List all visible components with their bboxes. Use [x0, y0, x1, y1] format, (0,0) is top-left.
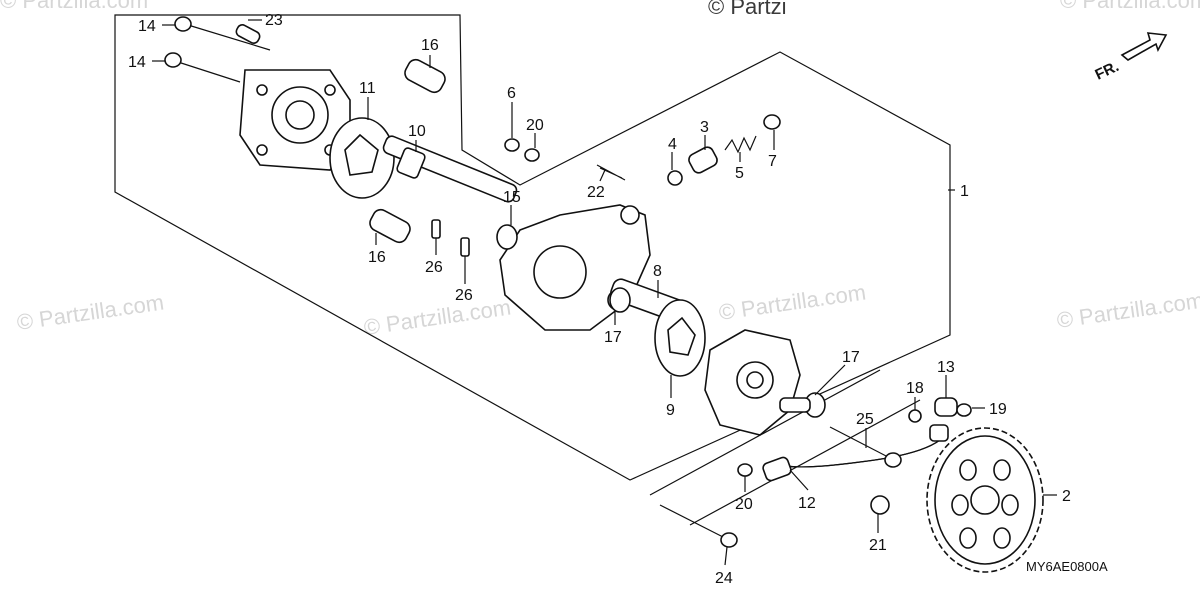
front-arrow-icon: [1120, 32, 1168, 61]
washer-4: [667, 170, 683, 186]
pump-body: [496, 204, 651, 331]
washer-18: [908, 409, 922, 423]
callout-6: 6: [507, 85, 516, 102]
bolt-13: [934, 397, 958, 417]
pump-shaft: [382, 135, 518, 203]
pump-end-cover: [704, 329, 801, 436]
oil-seal-15: [496, 224, 518, 250]
callout-11: 11: [359, 80, 376, 97]
relief-valve-spring-5: [724, 135, 757, 154]
callout-17-left: 17: [604, 329, 622, 346]
watermark-corner-left: © Partzilla.com: [0, 0, 148, 13]
callout-18: 18: [906, 380, 924, 397]
bolt-upper: [174, 16, 271, 51]
callout-20-lower: 20: [735, 496, 753, 513]
callout-4: 4: [668, 136, 677, 153]
callout-23: 23: [265, 12, 283, 29]
watermark-corner-right: © Partzilla.com: [1060, 0, 1200, 13]
callout-25: 25: [856, 411, 874, 428]
callout-26-left: 26: [425, 259, 443, 276]
collar-16-lower: [369, 208, 411, 244]
nut-21: [870, 495, 890, 515]
callout-14-lower: 14: [128, 54, 146, 71]
callout-16-lower: 16: [368, 249, 386, 266]
front-label: FR.: [1093, 58, 1122, 84]
watermark-top: © Partzi: [708, 0, 787, 19]
o-ring-17-left: [609, 287, 631, 313]
callout-21: 21: [869, 537, 887, 554]
washer-6: [504, 138, 520, 152]
cotter-pin-22: [596, 164, 626, 181]
bolt-lower: [164, 52, 241, 83]
leader-lines: [152, 19, 1057, 566]
front-direction-indicator: FR.: [1093, 32, 1168, 84]
assembly-outline: [114, 14, 951, 481]
oil-pipe-12: [762, 424, 949, 482]
watermark-left: © Partzilla.com: [15, 290, 165, 335]
callout-22: 22: [587, 184, 605, 201]
callout-24: 24: [715, 570, 733, 587]
o-ring-20-lower: [737, 463, 753, 477]
dowel-pin-23: [235, 24, 261, 44]
bolt-24: [659, 504, 738, 548]
pump-cover: [239, 69, 351, 171]
callout-5: 5: [735, 165, 744, 182]
bolt-25: [829, 426, 902, 468]
callout-16-upper: 16: [421, 37, 439, 54]
driven-sprocket-2: [926, 427, 1044, 573]
dowel-pin-26-b: [460, 237, 470, 257]
sealing-bolt-7: [763, 114, 781, 130]
callout-10: 10: [408, 123, 426, 140]
callout-1: 1: [960, 183, 969, 200]
watermark-center: © Partzilla.com: [362, 295, 512, 340]
callout-15: 15: [503, 189, 521, 206]
callouts: 14 14 23 16 11 10 16 26 26 6 20 15 22 4 …: [128, 12, 1071, 587]
dowel-pin-26-a: [431, 219, 441, 239]
callout-3: 3: [700, 119, 709, 136]
callout-20-upper: 20: [526, 117, 544, 134]
callout-13: 13: [937, 359, 955, 376]
callout-7: 7: [768, 153, 777, 170]
callout-8: 8: [653, 263, 662, 280]
o-ring-20-upper: [524, 148, 540, 162]
collar-end: [779, 397, 811, 413]
diagram-code: MY6AE0800A: [1026, 559, 1108, 574]
inner-rotor-9: [654, 299, 706, 377]
outer-rotor-11: [329, 117, 395, 199]
callout-14-upper: 14: [138, 18, 156, 35]
callout-9: 9: [666, 402, 675, 419]
callout-26-right: 26: [455, 287, 473, 304]
callout-17-right: 17: [842, 349, 860, 366]
callout-12: 12: [798, 495, 816, 512]
relief-valve-piston-3: [688, 146, 718, 174]
watermark-center-right: © Partzilla.com: [717, 280, 867, 325]
watermark-right: © Partzilla.com: [1055, 288, 1200, 333]
callout-19: 19: [989, 401, 1007, 418]
o-ring-19: [956, 403, 972, 417]
lower-assembly-outline: [649, 369, 921, 526]
callout-2: 2: [1062, 488, 1071, 505]
collar-16-upper: [404, 58, 446, 94]
